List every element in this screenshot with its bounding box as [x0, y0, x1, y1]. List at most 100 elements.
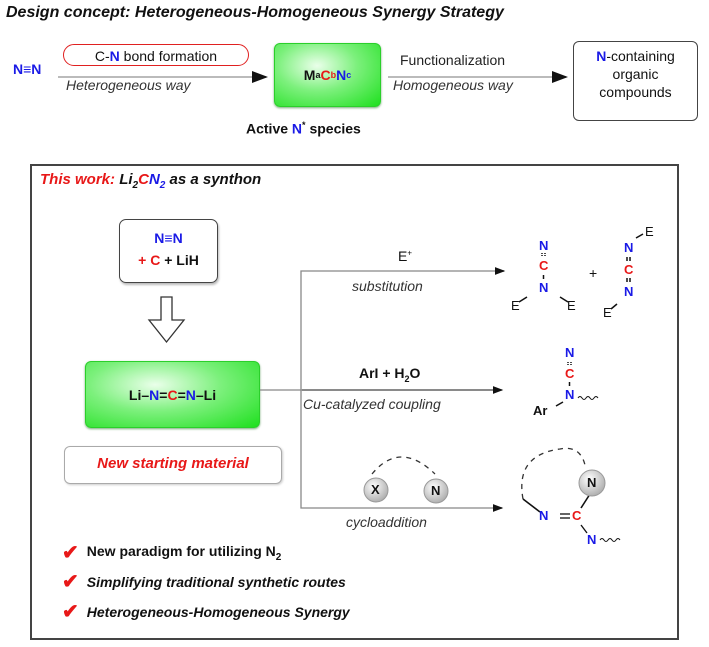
- ari-water-label: ArI + H2O: [359, 365, 420, 384]
- tw-n: N: [148, 171, 160, 188]
- product-line1: N-containing: [574, 47, 697, 65]
- bullet-3: ✔ Heterogeneous-Homogeneous Synergy: [62, 601, 350, 623]
- reagent-line2: + C + LiH: [120, 249, 217, 271]
- bullet-3-text: Heterogeneous-Homogeneous Synergy: [86, 604, 350, 620]
- cu-n-bottom: N: [565, 387, 575, 402]
- cu-coupling-label: Cu-catalyzed coupling: [303, 396, 441, 412]
- bullet-1-text: New paradigm for utilizing N2: [87, 543, 282, 563]
- plus-sign: +: [589, 265, 598, 281]
- pb-n-bottom: N: [624, 284, 634, 299]
- product-cu-bonds: [555, 362, 599, 407]
- reagent-carbon: + C: [138, 252, 161, 268]
- n-right: N: [185, 386, 196, 403]
- x-atom: X: [371, 482, 380, 497]
- caption-sup: *: [302, 120, 306, 130]
- c-center: C: [167, 386, 178, 403]
- bullet-1: ✔ New paradigm for utilizing N2: [62, 543, 281, 563]
- electrophile-label: E+: [398, 248, 412, 264]
- bullet-1-sub: 2: [275, 551, 282, 563]
- eq-left: =: [159, 386, 168, 403]
- li-left: Li–: [128, 386, 150, 403]
- cn-prefix: C-: [94, 48, 110, 64]
- h2o-o: O: [409, 365, 421, 381]
- pb-e-bottom: E: [603, 305, 612, 320]
- cyclo-ring-n: N: [587, 475, 597, 490]
- ring-n-ball-icon: [578, 469, 606, 497]
- check-icon: ✔: [62, 571, 79, 593]
- eq-right: =: [177, 386, 186, 403]
- active-species-caption: Active N* species: [246, 120, 361, 137]
- carbon-sub: b: [330, 70, 337, 80]
- pb-n-top: N: [624, 240, 634, 255]
- product-b-bonds: [610, 233, 644, 310]
- reagents-box: N≡N + C + LiH: [119, 219, 218, 283]
- figure-title: Design concept: Heterogeneous-Homogeneou…: [6, 4, 504, 21]
- cyclo-n-tail: N: [587, 532, 597, 547]
- product-n: N: [596, 48, 607, 64]
- cycloaddition-label: cycloaddition: [346, 514, 427, 530]
- cu-n-top: N: [565, 345, 575, 360]
- caption-prefix: Active: [246, 120, 292, 137]
- li-right: –Li: [195, 386, 217, 403]
- branch-vertical: [300, 270, 502, 509]
- product-box: N-containing organic compounds: [573, 41, 698, 121]
- functionalization-label: Functionalization: [400, 52, 506, 68]
- heterogeneous-way-label: Heterogeneous way: [66, 77, 191, 93]
- cn-suffix: bond formation: [119, 48, 218, 64]
- tw-n-sub: 2: [159, 180, 166, 191]
- e-label: E: [398, 248, 408, 264]
- nitrogen-n: N: [336, 67, 347, 83]
- n-left: N: [149, 386, 160, 403]
- product-line3: compounds: [599, 84, 672, 100]
- caption-n: N: [291, 120, 303, 137]
- check-icon: ✔: [62, 541, 79, 564]
- caption-suffix: species: [305, 120, 361, 137]
- reagent-arc: [371, 456, 436, 475]
- lithium-cyanamide-box: Li–N=C=N–Li: [85, 361, 260, 428]
- pa-e-left: E: [511, 298, 520, 313]
- tw-c: C: [138, 171, 149, 188]
- tw-suffix: as a synthon: [165, 171, 262, 188]
- product-arc: [521, 447, 586, 500]
- pa-n-top: N: [539, 238, 549, 253]
- bullet-1-main: New paradigm for utilizing N: [86, 543, 276, 559]
- reagent-lih: + LiH: [160, 252, 199, 268]
- pa-c: C: [539, 258, 549, 273]
- cn-bond-formation-label: C-N bond formation: [63, 44, 249, 66]
- check-icon: ✔: [62, 601, 79, 623]
- cu-ar: Ar: [533, 403, 548, 418]
- n-ball-icon: [423, 478, 449, 504]
- metal-m: M: [303, 67, 316, 83]
- cyclo-c: C: [572, 508, 582, 523]
- pa-n-bottom: N: [539, 280, 549, 295]
- carbon-c: C: [320, 67, 331, 83]
- tw-li-sub: 2: [132, 180, 139, 191]
- dinitrogen-start: N≡N: [13, 61, 42, 77]
- h2o-sub: 2: [404, 373, 410, 384]
- x-ball-icon: [363, 477, 389, 503]
- product-a-bonds: [518, 253, 569, 303]
- product-line2: organic: [612, 66, 659, 82]
- substitution-label: substitution: [352, 278, 423, 294]
- product-line1-rest: -containing: [606, 48, 675, 64]
- cu-c: C: [565, 366, 575, 381]
- pb-e-top: E: [645, 224, 654, 239]
- pb-c: C: [624, 262, 634, 277]
- this-work-prefix: This work:: [40, 171, 120, 188]
- e-sup: +: [407, 248, 413, 258]
- tw-li: Li: [119, 171, 133, 188]
- n-atom: N: [431, 483, 441, 498]
- ari-text: ArI + H: [359, 365, 405, 381]
- reagent-n2: N≡N: [154, 230, 183, 246]
- cyclo-n-imine: N: [539, 508, 549, 523]
- homogeneous-way-label: Homogeneous way: [393, 77, 513, 93]
- cn-nitrogen: N: [109, 48, 120, 64]
- metal-sub: a: [315, 70, 321, 80]
- this-work-panel: [30, 164, 679, 640]
- bullet-2: ✔Simplifying traditional synthetic route…: [62, 571, 346, 593]
- hollow-down-arrow-icon: [147, 296, 186, 344]
- this-work-heading: This work: Li2CN2 as a synthon: [40, 171, 261, 191]
- pa-e-right: E: [567, 298, 576, 313]
